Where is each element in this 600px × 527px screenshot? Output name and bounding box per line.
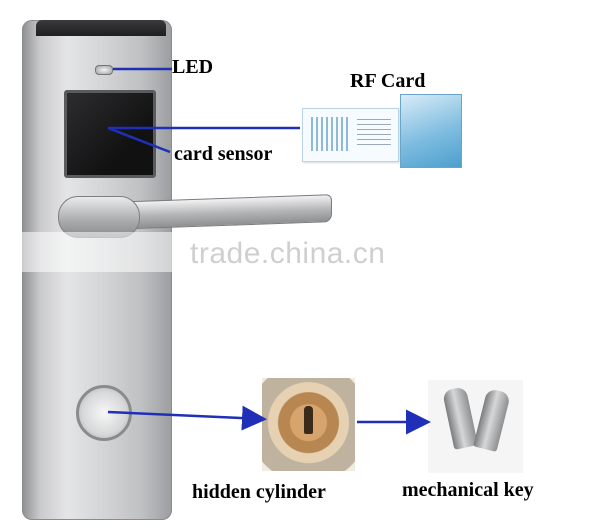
sensor-pointer-line-1 — [107, 126, 171, 154]
rf-card-label: RF Card — [350, 70, 426, 92]
led-indicator — [95, 65, 113, 75]
watermark-band — [0, 232, 600, 272]
rf-card-text-lines — [357, 119, 391, 149]
card-sensor-label: card sensor — [174, 143, 273, 165]
rf-card-blue — [400, 94, 462, 168]
door-handle-base — [58, 196, 140, 238]
watermark-text: trade.china.cn — [190, 237, 386, 270]
cylinder-keyway — [304, 406, 313, 434]
rf-card-pattern — [311, 117, 351, 151]
card-sensor-window — [64, 90, 156, 178]
mechanical-keys-photo — [428, 380, 523, 473]
cylinder-arrow — [107, 405, 267, 431]
hidden-cylinder-label: hidden cylinder — [192, 481, 326, 503]
hidden-cylinder-photo — [262, 378, 355, 471]
led-label: LED — [172, 56, 214, 78]
rf-card-white — [302, 108, 399, 162]
lock-plate-top — [36, 20, 166, 36]
mechanical-key-label: mechanical key — [402, 479, 534, 501]
